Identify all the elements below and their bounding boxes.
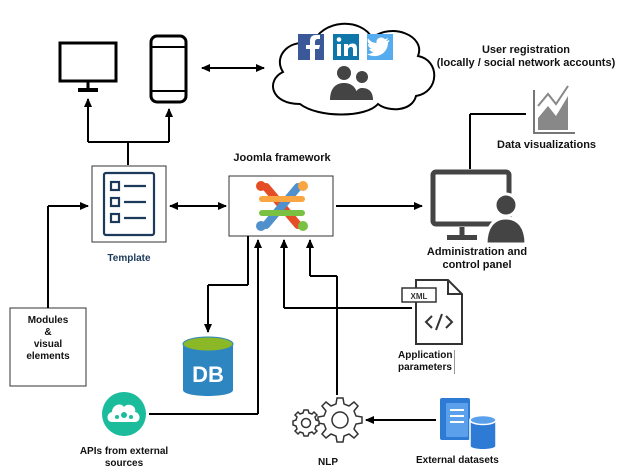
modules-line1: Modules (27, 315, 69, 326)
users-icon (330, 66, 373, 100)
facebook-icon (298, 34, 324, 60)
template-label: Template (107, 253, 151, 264)
template-box (91, 165, 167, 243)
apis-line2: sources (104, 458, 144, 469)
database-icon (182, 336, 234, 396)
app-params-connector (280, 239, 412, 309)
checklist-icon (102, 171, 156, 237)
admin-monitor-icon (430, 169, 512, 240)
admin-panel-label: Administration and control panel (412, 246, 542, 272)
twitter-icon (367, 34, 393, 60)
api-joomla-connector (149, 239, 262, 415)
db-tag-label: DB (192, 362, 224, 387)
template-to-devices-connector (84, 98, 173, 165)
linkedin-icon (333, 34, 359, 60)
app-params-label: Application parameters (398, 350, 456, 374)
external-datasets-label: External datasets (416, 455, 499, 466)
xml-tag-label: XML (411, 292, 428, 301)
xml-file-icon (401, 279, 463, 345)
admin-line1: Administration and (426, 246, 528, 258)
user-registration-line2: (locally / social network accounts) (436, 57, 616, 69)
modules-line4: elements (26, 351, 70, 362)
area-chart-icon (533, 85, 575, 134)
admin-line2: control panel (442, 259, 512, 271)
modules-label: Modules & visual elements (10, 315, 86, 363)
nlp-joomla-connector (306, 239, 338, 395)
joomla-framework-label: Joomla framework (233, 152, 331, 164)
user-registration-label: User registration (locally / social netw… (426, 44, 626, 70)
nlp-label: NLP (318, 457, 338, 468)
app-params-line2: parameters (398, 362, 452, 373)
modules-box (9, 307, 87, 387)
datasets-icon (440, 398, 497, 451)
user-registration-line1: User registration (481, 44, 571, 56)
modules-line2: & (44, 327, 52, 338)
modules-template-connector (47, 202, 89, 308)
joomla-db-connector (204, 236, 249, 333)
api-cloud-icon (102, 392, 146, 436)
apis-label: APIs from external sources (64, 446, 184, 470)
admin-dataviz-connector (469, 113, 526, 169)
desktop-monitor-icon (58, 41, 118, 92)
smartphone-icon (149, 34, 188, 104)
modules-line3: visual (33, 339, 63, 350)
joomla-logo-icon (256, 181, 308, 231)
apis-line1: APIs from external (79, 446, 169, 457)
nlp-gear-icon (292, 397, 363, 443)
data-visualizations-label: Data visualizations (497, 139, 597, 151)
app-params-line1: Application (398, 350, 453, 361)
admin-user-icon (484, 192, 528, 246)
